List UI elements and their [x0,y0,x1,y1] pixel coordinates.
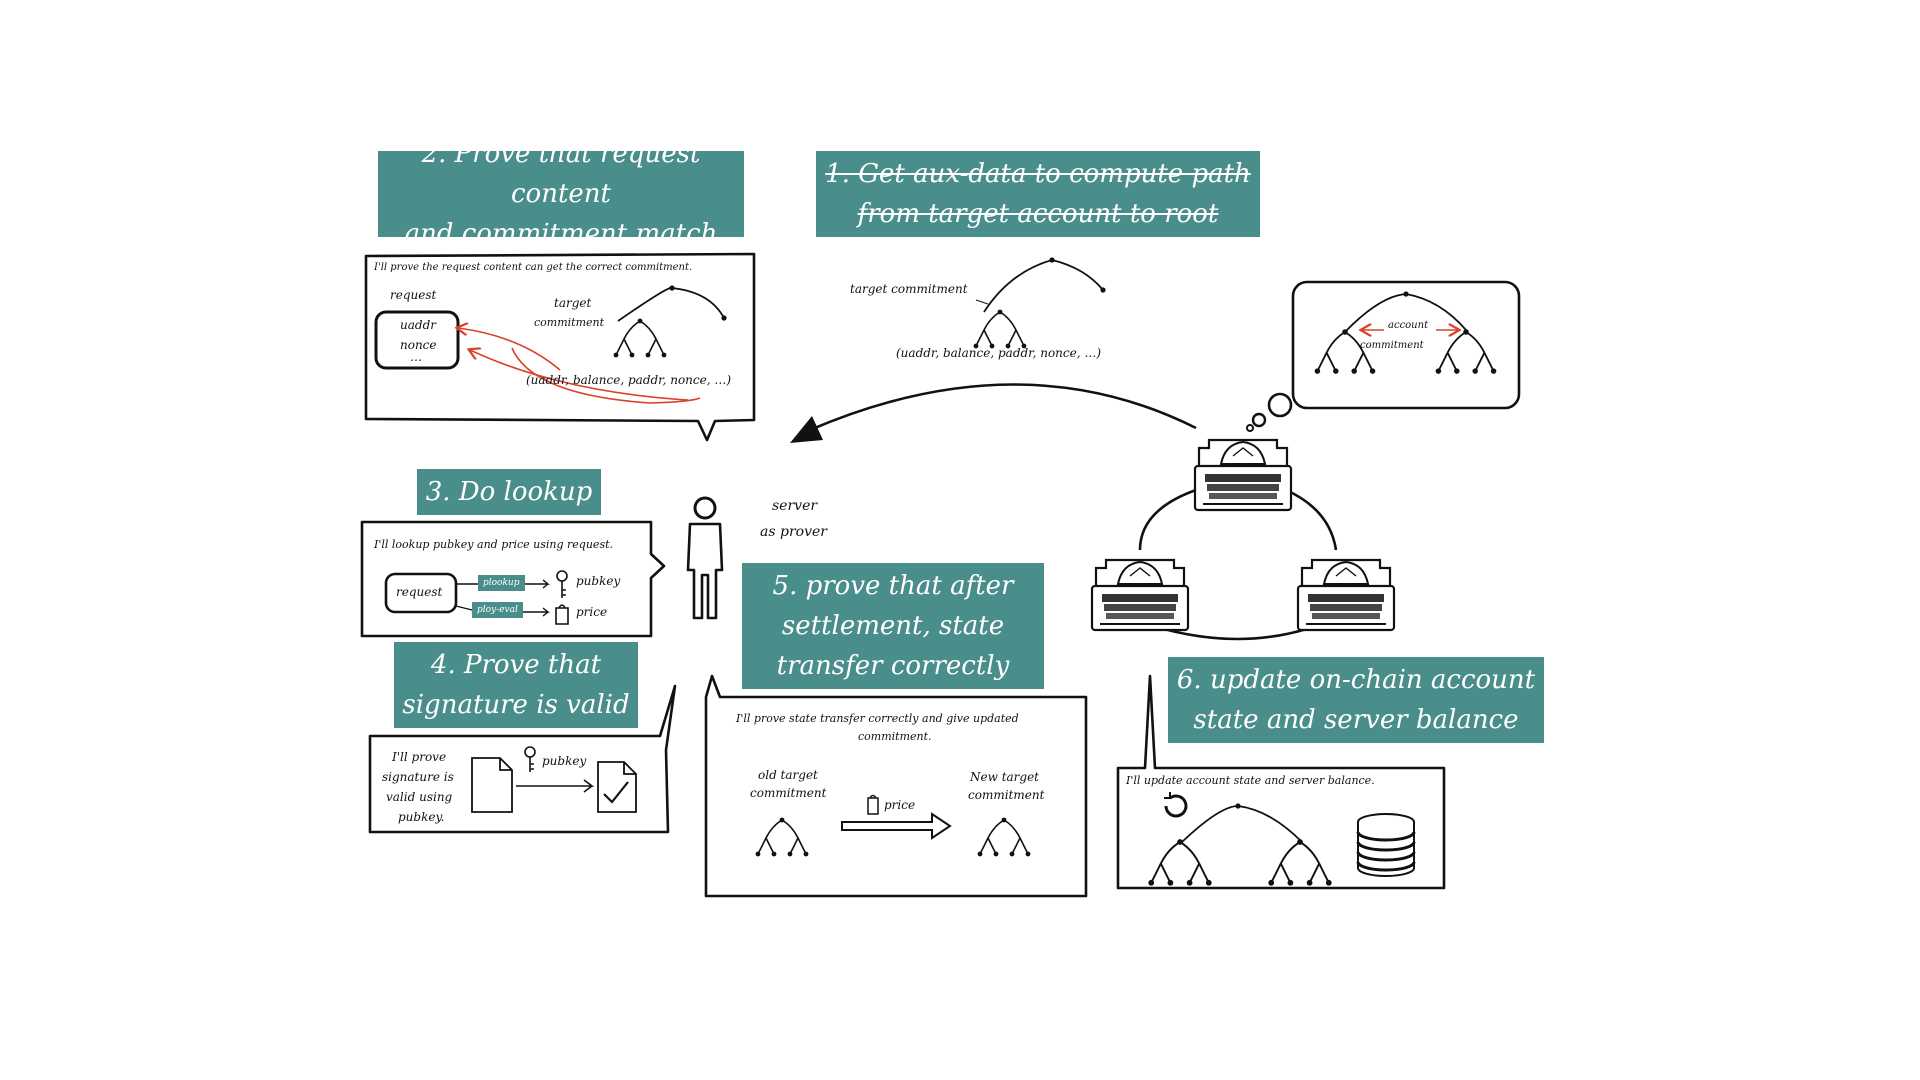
step3-banner-line1: 3. Do lookup [425,477,593,507]
thought-bubble [1246,280,1521,432]
step2-dots: … [410,350,422,364]
blockchain-ring [1090,438,1396,641]
step2-tuple: (uaddr, balance, paddr, nonce, …) [526,373,732,387]
step3-banner: 3. Do lookup [417,469,601,515]
step6-banner: 6. update on-chain account state and ser… [1168,657,1544,743]
step2-uaddr: uaddr [400,318,436,332]
step1-target-commitment: target commitment [850,282,968,296]
step4-text-line2: signature is [382,770,454,784]
step4-box [368,684,677,834]
step6-banner-line1: 6. update on-chain account [1176,665,1536,695]
step3-price: price [576,605,608,619]
step4-text-line4: pubkey. [398,810,445,824]
step4-banner-line2: signature is valid [402,690,630,720]
step5-old-line1: old target [758,768,818,782]
step2-banner: 2. Prove that request content and commit… [378,139,744,249]
step3-caption: I'll lookup pubkey and price using reque… [374,538,614,551]
step5-new-line2: commitment [968,788,1045,802]
key-icon [556,570,568,598]
step5-old-line2: commitment [750,786,827,800]
step1-tuple: (uaddr, balance, paddr, nonce, …) [896,346,1102,360]
step4-text-line1: I'll prove [392,750,447,764]
step6-box [1116,674,1446,890]
document-icon [471,757,513,813]
server-person-icon [686,496,724,620]
step5-box [704,674,1088,898]
step5-caption-line2: commitment. [858,730,932,743]
server-label-line2: as prover [760,524,827,540]
step3-request: request [396,585,443,599]
step2-request-label: request [390,288,437,302]
refresh-icon [1164,792,1188,818]
signed-document-icon [597,761,637,813]
step2-target: target [554,296,592,310]
price-tag-icon [555,604,569,625]
plookup-tag: plookup [478,575,525,591]
thought-account-label: account [1388,320,1429,331]
step5-new-line1: New target [970,770,1040,784]
return-arrow [790,383,1197,443]
step5-banner-line2: settlement, state [781,611,1005,641]
typewriter-node-top [1193,438,1293,512]
database-icon [1356,813,1416,877]
step5-price: price [884,798,916,812]
step2-banner-line2: and commitment match [404,219,718,249]
step1-banner-line2: from target account to root [857,199,1219,229]
step4-pubkey: pubkey [542,754,587,768]
step2-nonce: nonce [400,338,437,352]
step1-banner-line1: 1. Get aux-data to compute path [825,159,1251,189]
step5-banner-line1: 5. prove that after [772,571,1014,601]
step4-banner-line1: 4. Prove that [430,650,602,680]
step2-commitment: commitment [534,316,605,329]
server-label-line1: server [772,498,818,514]
step5-caption-line1: I'll prove state transfer correctly and … [736,712,1019,725]
typewriter-node-left [1090,558,1190,632]
thought-commitment-label: commitment [1360,340,1424,351]
ploy-eval-tag: ploy-eval [472,602,523,618]
step6-caption: I'll update account state and server bal… [1126,774,1375,787]
step1-tree [972,257,1106,350]
step5-banner-line3: transfer correctly [776,651,1010,681]
step2-caption: I'll prove the request content can get t… [374,262,693,273]
step1-banner: 1. Get aux-data to compute path from tar… [816,151,1260,237]
price-tag-icon-step5 [867,794,879,815]
step4-banner: 4. Prove that signature is valid [394,642,638,728]
step4-text-line3: valid using [386,790,453,804]
typewriter-node-right [1296,558,1396,632]
step2-box [364,252,756,442]
step5-banner: 5. prove that after settlement, state tr… [742,563,1044,689]
key-icon-sign [524,746,536,772]
step2-banner-line1: 2. Prove that request content [421,139,701,209]
step6-banner-line2: state and server balance [1193,705,1519,735]
step3-pubkey: pubkey [576,574,621,588]
